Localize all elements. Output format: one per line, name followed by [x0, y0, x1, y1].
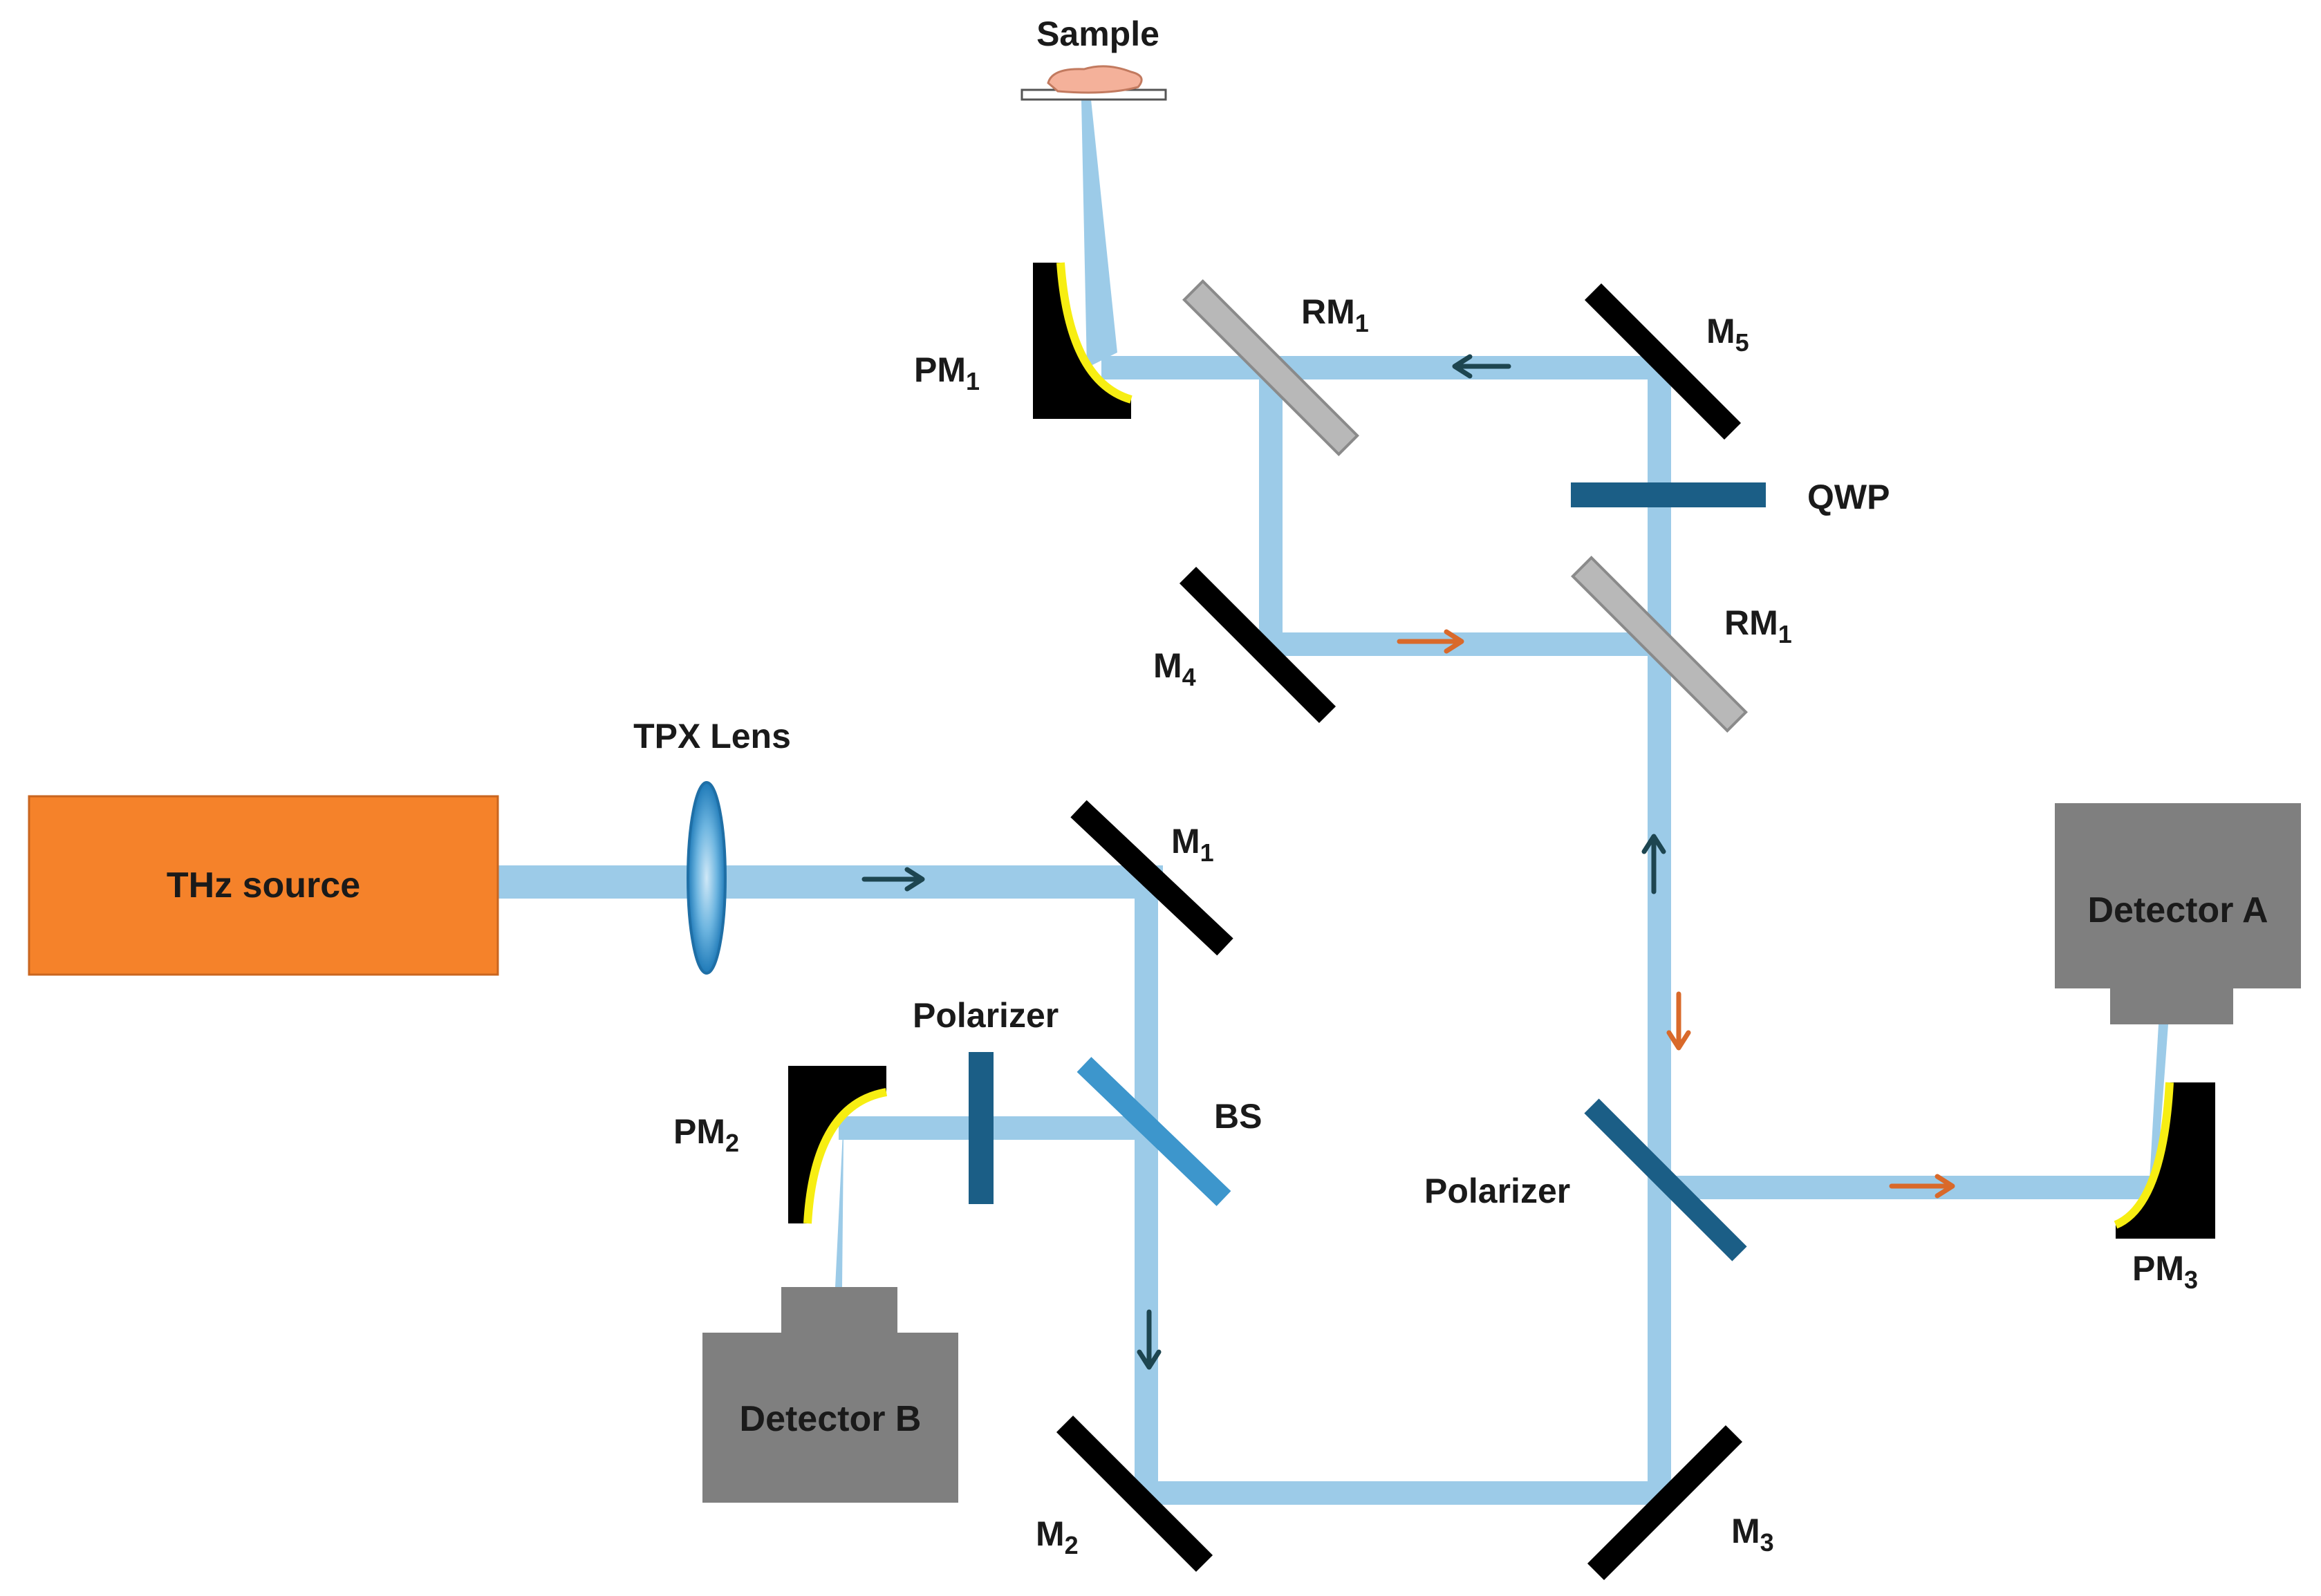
detector-a-label: Detector A: [2087, 890, 2268, 930]
detector-b-window: [781, 1287, 897, 1334]
plane-mirrors: [1056, 283, 1743, 1581]
arrow-right-after-lens-head: [904, 867, 925, 892]
rm1-top: [1182, 279, 1359, 456]
rm1-top-label: RM1: [1301, 292, 1369, 337]
detector-b-body: [702, 1333, 958, 1503]
pm1-label: PM1: [914, 350, 980, 395]
bs-label: BS: [1214, 1097, 1262, 1136]
polarizer-left-label: Polarizer: [913, 996, 1059, 1035]
polarizer-left-element: [969, 1052, 994, 1204]
beam-cone-detector-a: [2149, 1024, 2168, 1192]
rm1-middle: [1571, 556, 1748, 733]
pm3-body: [2116, 1082, 2215, 1239]
detector-a: Detector A: [2055, 803, 2301, 1024]
arrow-return-right-m4: [1397, 629, 1464, 654]
arrow-down-to-m2: [1137, 1309, 1162, 1370]
arrow-left-to-rm1: [1452, 354, 1511, 379]
m4-label-base: M: [1153, 646, 1182, 685]
rm1-middle-plate: [1571, 556, 1748, 733]
arrow-return-right-pm3: [1889, 1174, 1955, 1199]
thz-source-label: THz source: [167, 865, 360, 905]
beam-cone-detector-b: [835, 1118, 843, 1287]
rm1-middle-label: RM1: [1724, 603, 1792, 648]
pm2-label-base: PM: [673, 1112, 725, 1151]
qwp-element: [1571, 482, 1766, 507]
pm1-label-sub: 1: [966, 367, 980, 395]
rm1-top-label-sub: 1: [1355, 309, 1369, 337]
m2-label: M2: [1036, 1514, 1079, 1559]
mirror-m1: [1070, 800, 1233, 956]
mirror-m4: [1179, 566, 1336, 724]
m3-label: M3: [1731, 1512, 1774, 1557]
pm1-label-base: PM: [914, 350, 966, 389]
polarizer-right-element: [1584, 1098, 1747, 1261]
m2-label-sub: 2: [1065, 1531, 1079, 1559]
beam-splitter-bs: [1076, 1057, 1231, 1206]
direction-arrows: [861, 354, 1955, 1370]
m3-label-sub: 3: [1760, 1528, 1774, 1557]
m2-label-base: M: [1036, 1514, 1065, 1553]
pm3-label: PM3: [2132, 1249, 2198, 1294]
m5-label-sub: 5: [1735, 328, 1749, 357]
arrow-down-to-m2-head: [1137, 1349, 1162, 1370]
pm3-label-sub: 3: [2184, 1266, 2198, 1294]
arrow-return-right-pm3-head: [1935, 1174, 1955, 1199]
pm1: [1033, 262, 1132, 419]
arrow-left-to-rm1-head: [1452, 354, 1473, 379]
labels: Sample PM1 RM1 M5 QWP RM1 M4 M1 Polarize…: [673, 15, 2198, 1559]
m4-label-sub: 4: [1182, 663, 1196, 691]
rm1-top-label-base: RM: [1301, 292, 1355, 331]
tpx-lens-label: TPX Lens: [633, 717, 791, 755]
mirror-m5: [1584, 283, 1742, 440]
rm1-middle-label-sub: 1: [1778, 620, 1792, 648]
arrow-return-right-m4-head: [1444, 629, 1464, 654]
qwp-label: QWP: [1807, 478, 1890, 516]
pm1-body: [1033, 263, 1131, 419]
rm1-top-plate: [1182, 279, 1359, 456]
beam-paths: [481, 356, 2162, 1505]
m1-label: M1: [1171, 822, 1214, 867]
m1-label-base: M: [1171, 822, 1200, 861]
pm2: [788, 1066, 888, 1224]
m5-label: M5: [1706, 312, 1749, 357]
sample: [1020, 65, 1167, 101]
sample-label: Sample: [1036, 15, 1159, 53]
arrow-return-down: [1666, 991, 1691, 1051]
m5-label-base: M: [1706, 312, 1735, 350]
arrow-up-to-qwp: [1641, 834, 1666, 894]
pm3: [2114, 1082, 2215, 1239]
polarizer-right-label: Polarizer: [1424, 1172, 1570, 1210]
pm3-curved-surface: [2114, 1082, 2174, 1229]
detector-b: Detector B: [702, 1287, 958, 1503]
detector-a-body: [2055, 803, 2301, 988]
m4-label: M4: [1153, 646, 1196, 691]
pm1-curved-surface: [1056, 262, 1132, 404]
tpx-lens: [687, 781, 727, 975]
arrow-right-after-lens: [861, 867, 925, 892]
pm3-label-base: PM: [2132, 1249, 2184, 1288]
rm1-middle-label-base: RM: [1724, 603, 1778, 642]
m3-label-base: M: [1731, 1512, 1760, 1550]
mirror-m3: [1587, 1425, 1743, 1581]
m1-label-sub: 1: [1200, 838, 1214, 867]
detector-b-label: Detector B: [740, 1399, 922, 1439]
pm2-curved-surface: [803, 1088, 888, 1224]
thz-source-box: [28, 795, 499, 976]
arrow-up-to-qwp-head: [1641, 834, 1666, 854]
pm2-label-sub: 2: [725, 1129, 739, 1157]
sample-specimen: [1047, 65, 1143, 94]
detector-a-window: [2110, 988, 2233, 1024]
arrow-return-down-head: [1666, 1030, 1691, 1051]
mirror-m2: [1056, 1415, 1213, 1572]
beam-cone-sample: [1081, 100, 1117, 368]
pm2-body: [788, 1066, 886, 1223]
pm2-label: PM2: [673, 1112, 739, 1157]
